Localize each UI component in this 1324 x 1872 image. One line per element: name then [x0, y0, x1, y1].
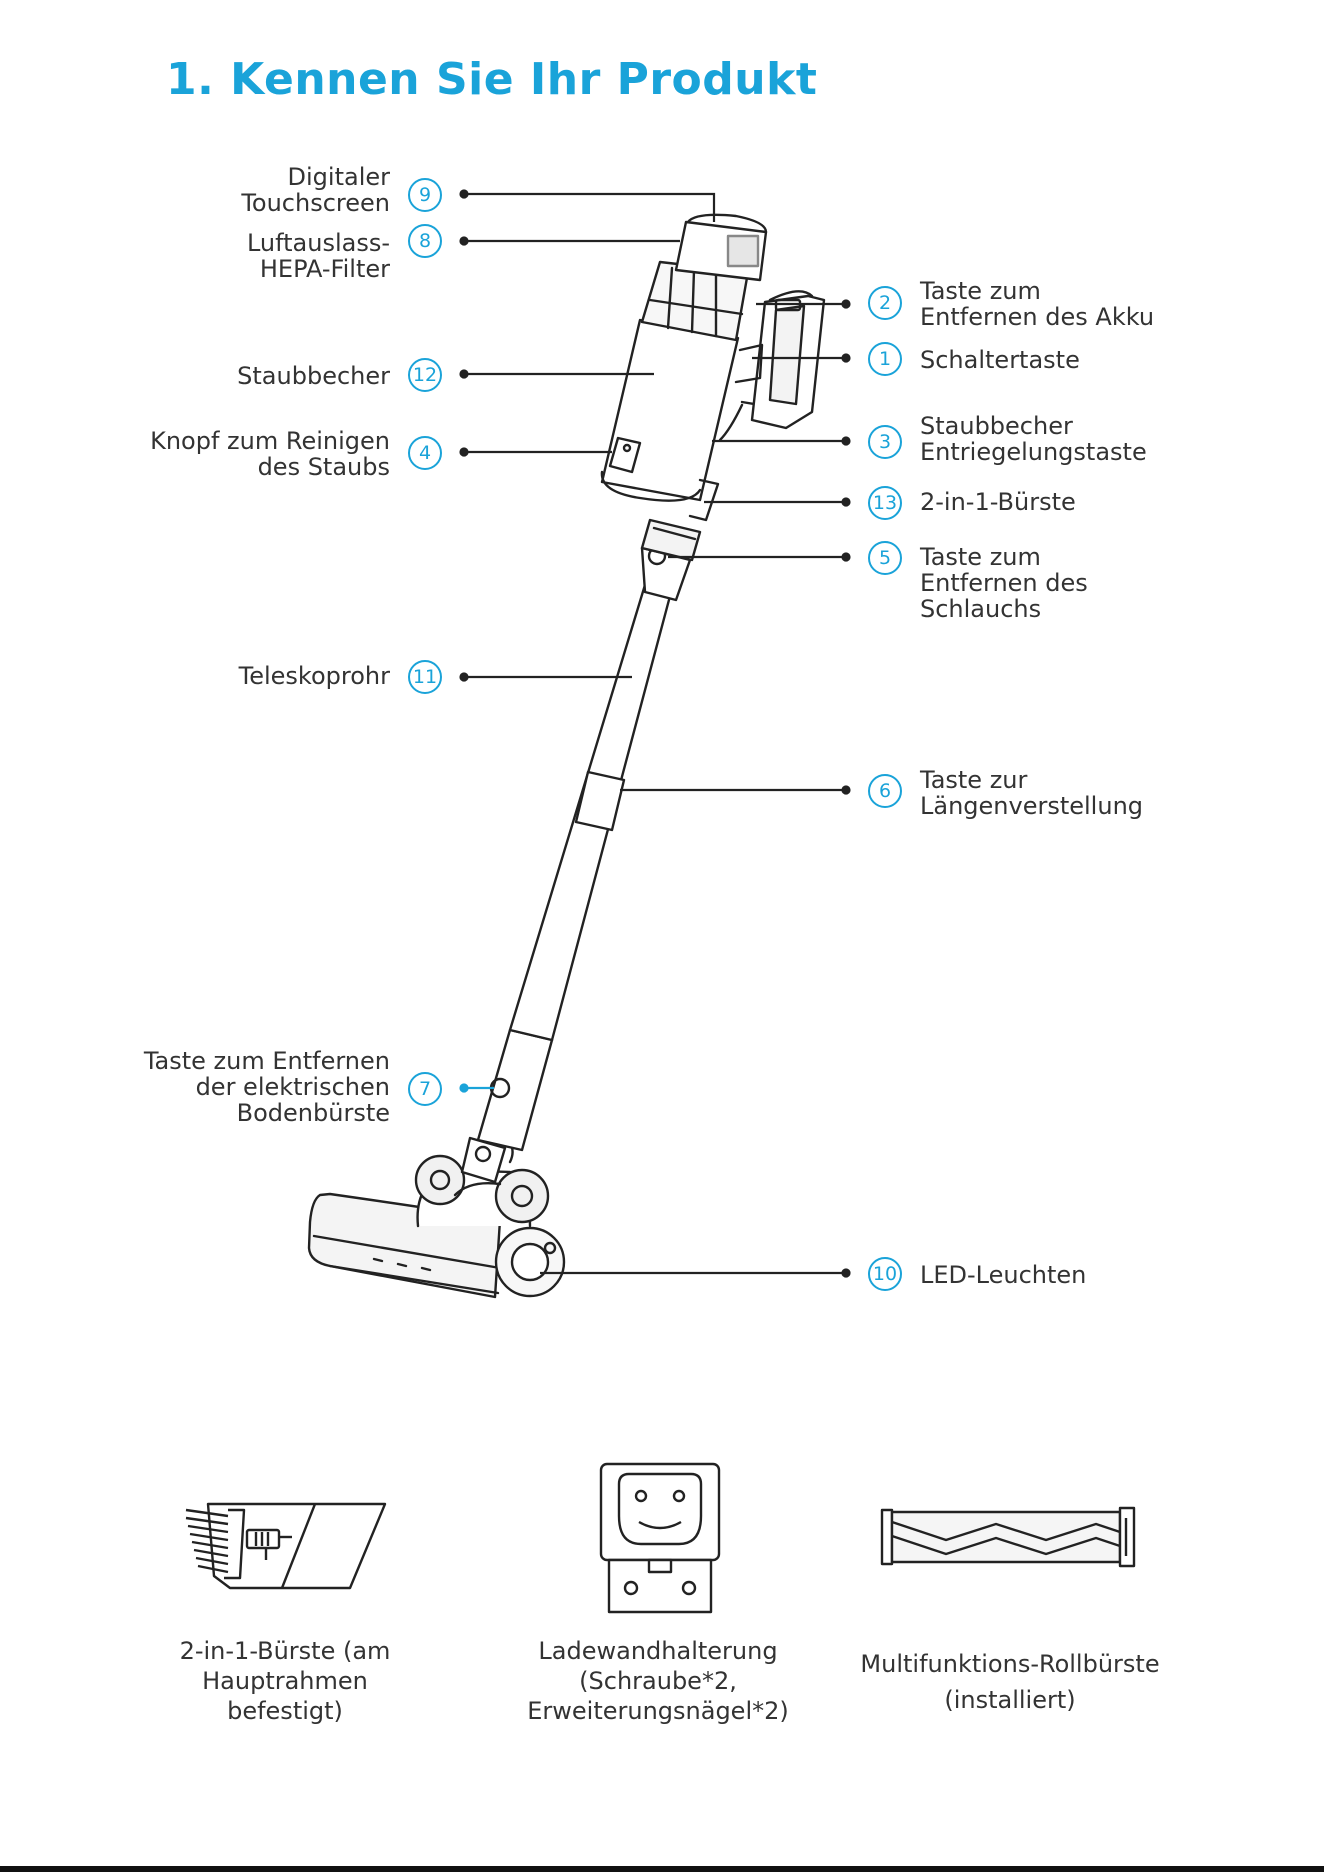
- connector-illustration: [640, 518, 702, 602]
- callout-7: 7: [408, 1072, 442, 1106]
- callout-9: 9: [408, 178, 442, 212]
- caption-roller-brush: Multifunktions-Rollbürste(installiert): [860, 1650, 1160, 1714]
- callout-11: 11: [408, 660, 442, 694]
- floor-head-illustration: [307, 1154, 566, 1299]
- cyclone-head-illustration: [640, 213, 768, 342]
- page-bottom-bar: [0, 1866, 1324, 1872]
- label-2in1-brush: 2-in-1-Bürste: [920, 488, 1076, 516]
- label-led-lights: LED-Leuchten: [920, 1261, 1087, 1289]
- callout-5: 5: [868, 541, 902, 575]
- leader-lines: [459, 189, 851, 1278]
- label-telescopic-tube: Teleskoprohr: [238, 662, 390, 690]
- roller-brush-icon: [880, 1506, 1136, 1568]
- wall-mount-icon: [599, 1462, 721, 1614]
- callout-2: 2: [868, 286, 902, 320]
- callout-8: 8: [408, 224, 442, 258]
- callout-1: 1: [868, 342, 902, 376]
- label-dust-cup: Staubbecher: [237, 362, 390, 390]
- callout-6: 6: [868, 774, 902, 808]
- callout-10: 10: [868, 1257, 902, 1291]
- telescopic-tube-illustration: [508, 573, 676, 1042]
- joint-illustration: [460, 1136, 514, 1184]
- callout-13: 13: [868, 486, 902, 520]
- page-title: 1. Kennen Sie Ihr Produkt: [166, 54, 818, 105]
- callout-4: 4: [408, 436, 442, 470]
- dust-cup-illustration: [600, 318, 740, 522]
- label-power-button: Schaltertaste: [920, 346, 1080, 374]
- caption-wall-mount: Ladewandhalterung(Schraube*2,Erweiterung…: [527, 1637, 789, 1725]
- callout-3: 3: [868, 425, 902, 459]
- label-hepa-filter: Luftauslass-HEPA-Filter: [246, 229, 390, 283]
- brush-2in1-icon: [185, 1502, 387, 1590]
- callout-12: 12: [408, 358, 442, 392]
